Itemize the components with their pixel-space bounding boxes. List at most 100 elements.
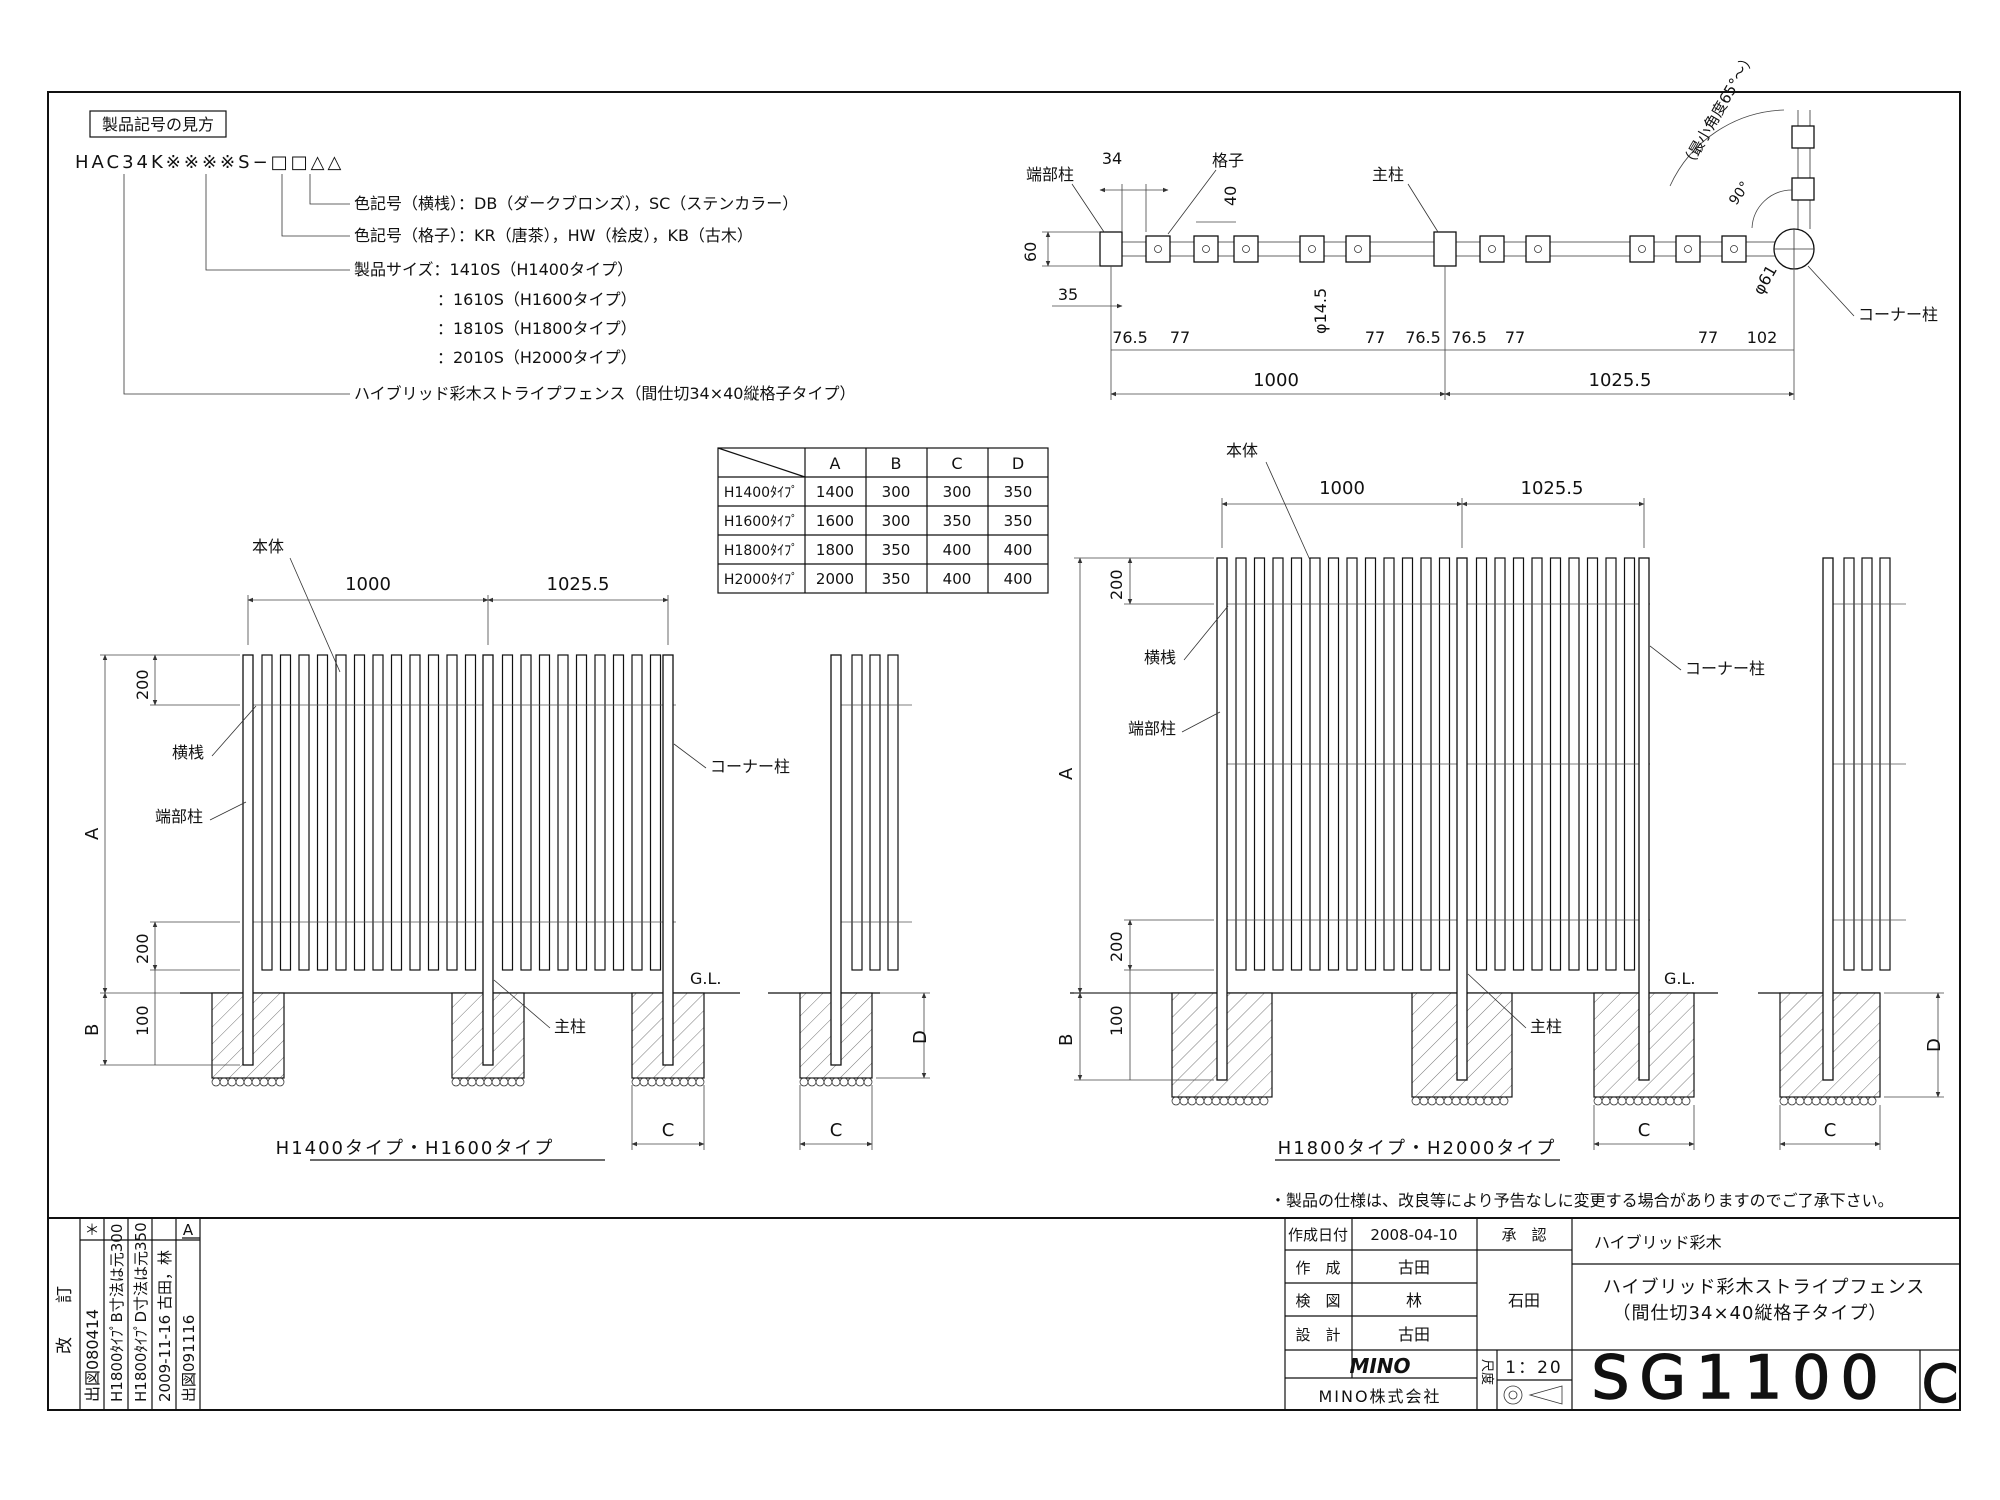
plan-dim-77-d: 77 xyxy=(1698,328,1718,347)
tb-design-label: 設 計 xyxy=(1295,1326,1340,1344)
side-post xyxy=(1822,557,1834,1081)
table-cell: 350 xyxy=(882,541,911,559)
elev-left-c-label: C xyxy=(662,1120,675,1141)
lattice-slat xyxy=(353,654,366,971)
gravel-base xyxy=(1851,1096,1861,1106)
legend-title-box xyxy=(89,110,227,138)
side-left-dim-d: D xyxy=(910,1030,931,1044)
table-cell: 300 xyxy=(882,483,911,501)
gravel-base xyxy=(1811,1096,1821,1106)
revision-entry: 出図091116 xyxy=(180,1315,198,1402)
plan-lattice-block xyxy=(1721,235,1747,263)
tb-revision-letter: C xyxy=(1922,1355,1958,1415)
elevation-left: 本体 横桟 端部柱 コーナー柱 主柱 G.L. 1000 1025.5 A B … xyxy=(82,537,790,1161)
gravel-base xyxy=(275,1077,285,1087)
elev-right-label-gl: G.L. xyxy=(1664,969,1695,988)
elev-right-label-main-post: 主柱 xyxy=(1530,1017,1562,1036)
elev-left-dim-10255: 1025.5 xyxy=(547,574,610,595)
plan-dim-77-c: 77 xyxy=(1505,328,1525,347)
tb-product-title-2: （間仕切34×40縦格子タイプ） xyxy=(1613,1303,1888,1324)
plan-dim-77-b: 77 xyxy=(1365,328,1385,347)
lattice-slat xyxy=(279,654,292,971)
lattice-slat xyxy=(372,654,384,971)
table-cell: 400 xyxy=(1004,541,1033,559)
plan-dim-765-a: 76.5 xyxy=(1112,328,1148,347)
tb-product-title-1: ハイブリッド彩木ストライプフェンス xyxy=(1603,1276,1925,1298)
table-row-type: H1600ﾀｲﾌﾟ xyxy=(724,514,798,530)
lattice-slat xyxy=(612,654,625,971)
tb-logo: MINO xyxy=(1349,1354,1410,1378)
plan-dim-40: 40 xyxy=(1221,186,1240,206)
elev-right-dim-200-top: 200 xyxy=(1107,569,1126,600)
plan-lattice-block xyxy=(1479,235,1505,263)
gravel-base xyxy=(1435,1096,1445,1106)
dimension-table: A B C D H1400ﾀｲﾌﾟ 1400 300 300 350 H1600… xyxy=(717,447,1049,594)
gravel-base xyxy=(647,1077,657,1087)
gravel-base xyxy=(855,1077,865,1087)
elev-right-dim-a: A xyxy=(1056,767,1077,780)
lattice-slat xyxy=(335,654,347,971)
gravel-base xyxy=(823,1077,833,1087)
lattice-slat xyxy=(464,654,477,971)
plan-label-end-post: 端部柱 xyxy=(1026,165,1074,184)
gravel-base xyxy=(1867,1096,1877,1106)
gravel-base xyxy=(1593,1096,1603,1106)
tb-author: 古田 xyxy=(1398,1258,1430,1277)
lattice-slat xyxy=(851,654,863,971)
plan-lattice-block xyxy=(1233,235,1259,263)
plan-dim-60: 60 xyxy=(1021,242,1040,262)
gravel-base xyxy=(235,1077,245,1087)
lattice-slat xyxy=(520,654,532,971)
gravel-base xyxy=(1243,1096,1253,1106)
gravel-base xyxy=(1195,1096,1205,1106)
plan-screw-hole xyxy=(1638,245,1646,253)
table-row-type: H2000ﾀｲﾌﾟ xyxy=(724,572,798,588)
table-cell: 350 xyxy=(882,570,911,588)
gravel-base xyxy=(839,1077,849,1087)
elev-left-label-gl: G.L. xyxy=(690,969,721,988)
revision-entry: 2009-11-16 古田，林 xyxy=(156,1250,174,1402)
elev-right-caption: H1800タイプ・H2000タイプ xyxy=(1278,1138,1557,1159)
lattice-slat xyxy=(427,654,440,971)
gravel-base xyxy=(475,1077,485,1087)
lattice-slat xyxy=(446,654,458,971)
plan-lattice-block xyxy=(1525,235,1551,263)
gravel-base xyxy=(799,1077,809,1087)
gravel-base xyxy=(1625,1096,1635,1106)
sheet-border xyxy=(47,91,1961,1411)
elev-left-dim-200-bottom: 200 xyxy=(133,933,152,964)
left-end-post xyxy=(242,654,254,1066)
gravel-base xyxy=(515,1077,525,1087)
lattice-slat xyxy=(631,654,643,971)
gravel-base xyxy=(1859,1096,1869,1106)
gravel-base xyxy=(1203,1096,1213,1106)
plan-dim-765-c: 76.5 xyxy=(1451,328,1487,347)
revision-block: 改 訂 出図080414 ＊ H1800ﾀｲﾌﾟB寸法は元300 H1800ﾀｲ… xyxy=(55,1218,201,1410)
gravel-base xyxy=(663,1077,673,1087)
plan-label-corner-post: コーナー柱 xyxy=(1858,305,1938,324)
gravel-base xyxy=(631,1077,641,1087)
gravel-base xyxy=(1617,1096,1627,1106)
gravel-base xyxy=(639,1077,649,1087)
gravel-base xyxy=(815,1077,825,1087)
gravel-base xyxy=(807,1077,817,1087)
plan-screw-hole xyxy=(1154,245,1162,253)
revision-header: 改 訂 xyxy=(55,1286,75,1354)
plan-screw-hole xyxy=(1684,245,1692,253)
elev-left-dim-c: C xyxy=(631,1085,705,1150)
plan-dim-102: 102 xyxy=(1747,328,1778,347)
legend-line-lattice-color: 色記号（格子）：KR（唐茶），HW（桧皮），KB（古木） xyxy=(354,226,753,245)
right-end-post xyxy=(1216,557,1228,1081)
right-main-post xyxy=(1456,557,1468,1081)
gravel-base xyxy=(1795,1096,1805,1106)
elev-right-dim-100: 100 xyxy=(1107,1005,1126,1036)
plan-label-main-post: 主柱 xyxy=(1372,165,1404,184)
plan-lattice-block xyxy=(1675,235,1701,263)
gravel-base xyxy=(1803,1096,1813,1106)
tb-scale: 1：20 xyxy=(1505,1358,1562,1378)
gravel-base xyxy=(459,1077,469,1087)
elev-right-label-body: 本体 xyxy=(1226,441,1258,460)
gravel-base xyxy=(847,1077,857,1087)
revision-entry: H1800ﾀｲﾌﾟB寸法は元300 xyxy=(108,1224,126,1402)
